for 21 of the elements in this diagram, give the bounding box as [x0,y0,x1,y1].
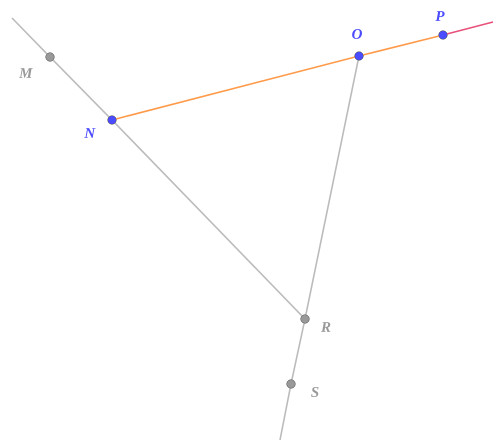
point [354,52,364,60]
line [11,17,48,54]
point-label: O [352,28,362,40]
point-label: M [18,68,33,78]
point [108,116,116,124]
line [363,35,439,56]
point [438,30,448,40]
line [305,60,359,315]
point [46,52,54,62]
line [279,388,291,440]
point [300,314,310,324]
point-label: N [84,128,96,138]
point [286,380,296,388]
line [116,56,355,120]
line [447,21,494,35]
point-label: P [435,11,445,21]
point-label: R [320,322,330,332]
line [114,122,302,316]
line [291,323,305,380]
line [52,60,110,118]
point-label: S [311,386,319,398]
